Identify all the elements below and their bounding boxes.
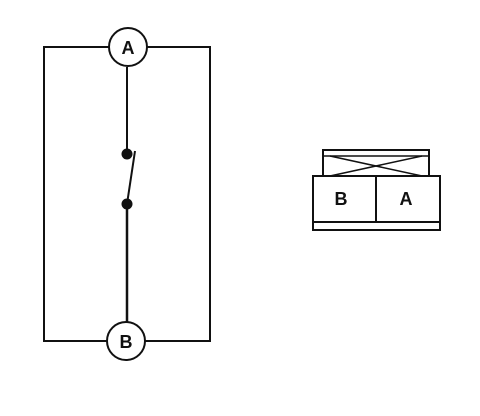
terminal-a-circle bbox=[108, 27, 148, 67]
terminal-a-label: A bbox=[122, 38, 135, 58]
switch-blade bbox=[126, 150, 136, 205]
switch-contact-upper bbox=[121, 148, 133, 160]
terminal-a: A bbox=[108, 27, 148, 67]
connector-pin-a-label: A bbox=[400, 189, 413, 209]
connector-latch-cross-2 bbox=[329, 155, 423, 177]
connector-pin-b-label: B bbox=[335, 189, 348, 209]
wire-loop-right bbox=[145, 46, 211, 342]
terminal-b: B bbox=[106, 321, 146, 361]
connector-flange bbox=[312, 221, 441, 231]
terminal-b-circle bbox=[106, 321, 146, 361]
switch-schematic: A B bbox=[43, 27, 211, 361]
terminal-b-label: B bbox=[120, 332, 133, 352]
wire-loop-left bbox=[43, 46, 110, 342]
connector-face-view: B A bbox=[312, 149, 441, 231]
connector-latch bbox=[322, 149, 430, 177]
